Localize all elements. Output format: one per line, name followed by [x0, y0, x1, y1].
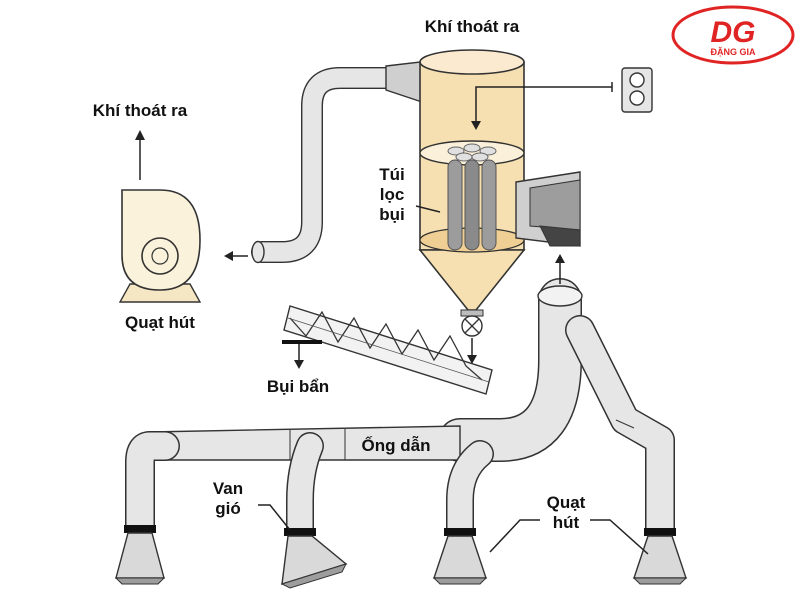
compressor-icon: [611, 67, 653, 113]
label-filter-bag-2: lọc: [380, 185, 405, 204]
rotary-valve-icon: [460, 309, 484, 337]
label-exhaust-top: Khí thoát ra: [425, 17, 520, 36]
label-filter-bag-3: bụi: [379, 205, 405, 224]
label-dust: Bụi bẩn: [267, 377, 329, 396]
hood-4: [632, 528, 688, 585]
brand-name: ĐẶNG GIA: [711, 47, 757, 57]
air-line: [475, 86, 612, 122]
fan-leader-1: [489, 519, 540, 553]
hood-2-valve: [280, 528, 348, 589]
hood-3: [432, 528, 488, 585]
outlet-pipe: [251, 61, 429, 264]
baghouse-collector: [418, 49, 581, 311]
inlet-arrowhead: [555, 254, 565, 263]
valve-leader: [258, 504, 291, 531]
flow-arrowhead-to-fan: [224, 251, 233, 261]
filter-leader: [415, 205, 441, 213]
logo-icon: DG ĐẶNG GIA: [671, 5, 795, 65]
fan-leader-2: [590, 519, 649, 555]
logo-text: DG: [711, 16, 756, 49]
duct-network: [125, 278, 675, 543]
label-fan-left: Quạt hút: [125, 313, 195, 332]
air-arrowhead: [471, 121, 481, 130]
label-valve-2: gió: [215, 499, 241, 518]
label-duct: Ống dẫn: [362, 435, 431, 455]
label-filter-bag-1: Túi: [379, 165, 405, 184]
label-fan-bottom-1: Quạt: [547, 493, 586, 512]
screw-conveyor: [283, 305, 493, 395]
label-fan-bottom-2: hút: [553, 513, 580, 532]
hood-1: [114, 525, 166, 585]
dust-arrowhead: [294, 360, 304, 369]
label-exhaust-left: Khí thoát ra: [93, 101, 188, 120]
discharge-arrowhead: [467, 355, 477, 364]
filter-bags: [447, 159, 497, 251]
label-valve-1: Van: [213, 479, 243, 498]
bag-top-caps: [447, 143, 497, 162]
blower-icon: [118, 189, 202, 303]
exhaust-arrowhead-left: [135, 130, 145, 140]
